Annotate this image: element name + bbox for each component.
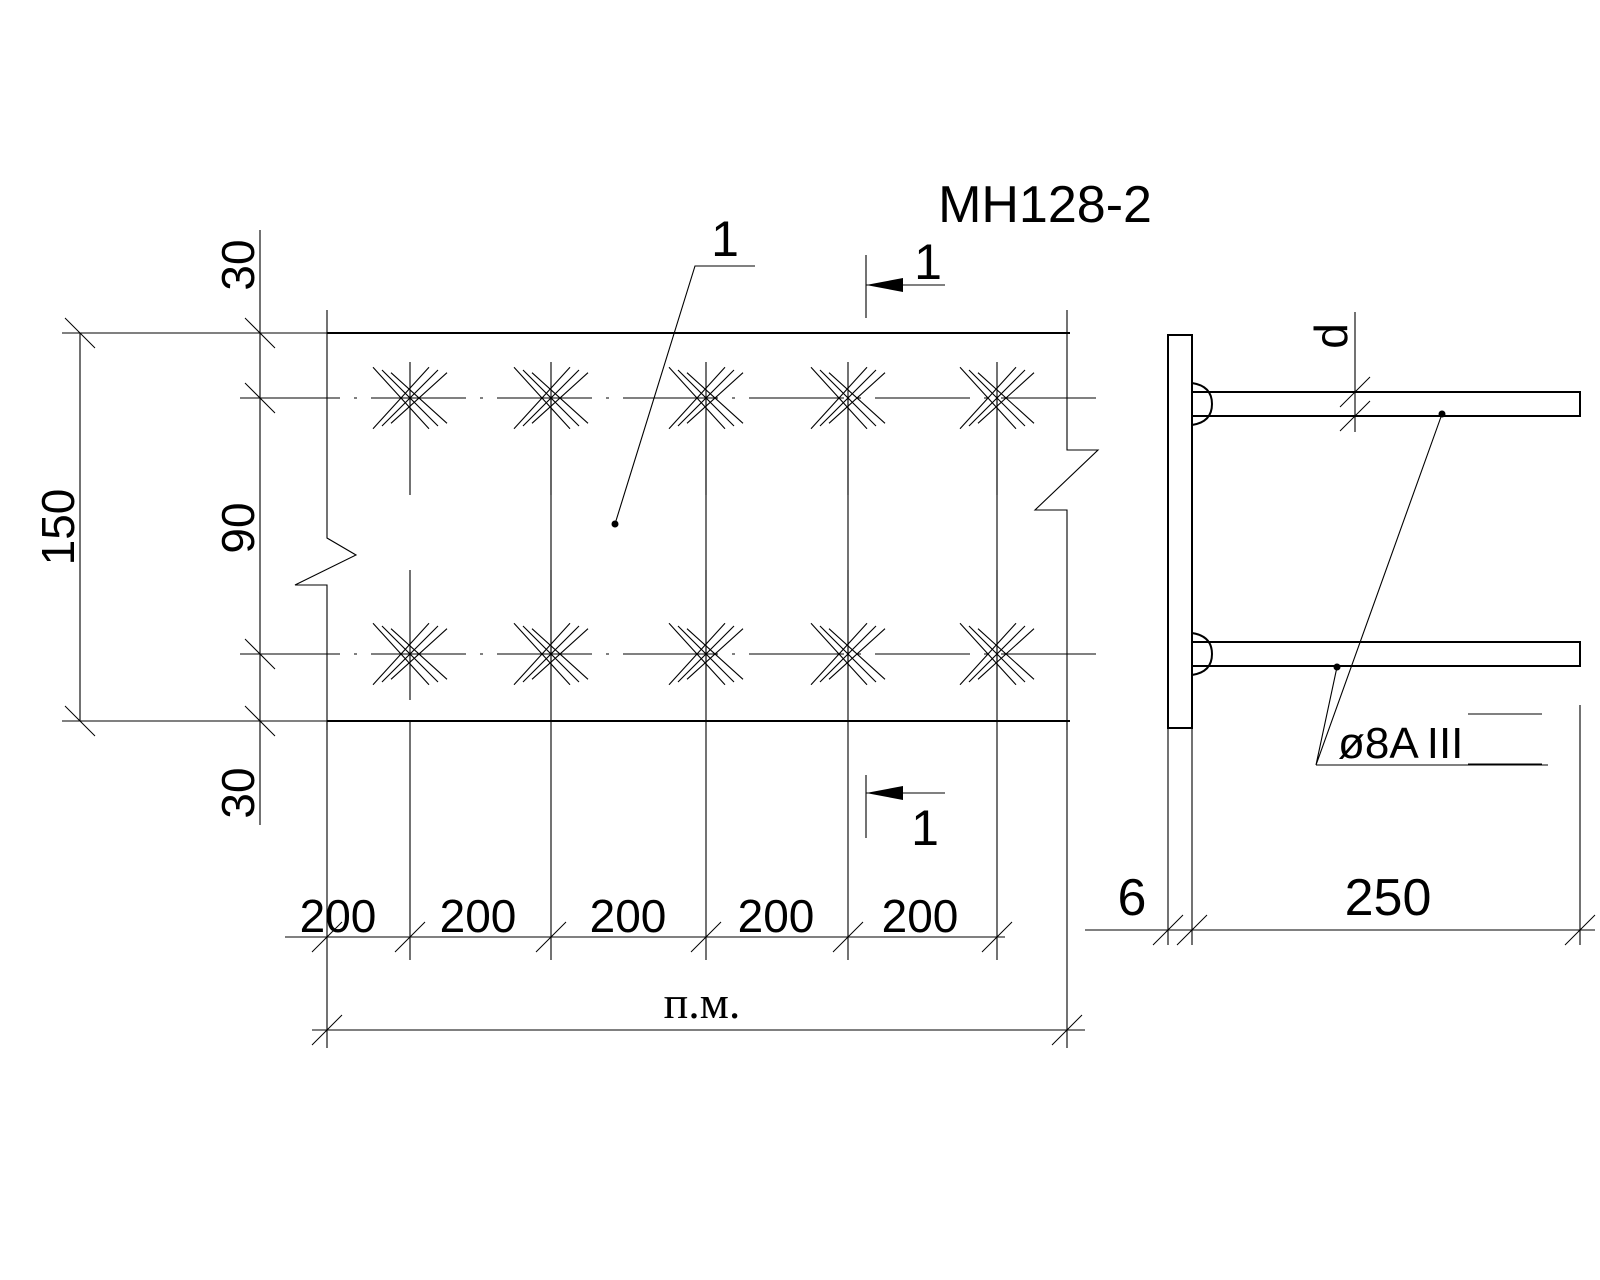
rebar-leader — [1315, 413, 1443, 766]
weld-anchor-symbol — [959, 622, 1035, 686]
dim-plate-thickness: 6 — [1118, 869, 1147, 927]
weld-anchor-symbol — [513, 366, 589, 430]
weld-anchor-symbol — [372, 366, 448, 430]
dim-spacing-3: 200 — [590, 890, 667, 942]
dim-middle: 90 — [212, 502, 264, 553]
weld-anchor-symbol — [810, 366, 886, 430]
dim-total-height: 150 — [32, 489, 84, 566]
drawing-title: МН128-2 — [938, 176, 1152, 234]
dim-spacing-2: 200 — [440, 890, 517, 942]
dim-diameter: d — [1305, 323, 1357, 349]
weld-anchor-symbol — [810, 622, 886, 686]
weld-anchor-symbol — [668, 622, 744, 686]
dim-spacing-1: 200 — [300, 890, 377, 942]
section-mark-bottom: 1 — [865, 775, 945, 856]
dim-top-edge: 30 — [212, 239, 264, 290]
horizontal-dimensions: 200 200 200 200 200 п.м. — [285, 722, 1085, 1048]
spacing-tick — [394, 921, 426, 953]
section-label-top: 1 — [914, 234, 942, 290]
anchor-bar-bottom — [1191, 641, 1581, 667]
dim-spacing-5: 200 — [882, 890, 959, 942]
part-leader-line — [614, 265, 755, 525]
weld-anchor-symbol — [959, 366, 1035, 430]
dim-spacing-4: 200 — [738, 890, 815, 942]
rebar-class: III — [1427, 719, 1464, 768]
anchor-bar-top — [1191, 391, 1581, 417]
dim-bottom-edge: 30 — [212, 767, 264, 818]
plate-section — [1167, 334, 1193, 729]
spacing-extension-lines — [311, 722, 1013, 960]
dim-anchor-length: 250 — [1345, 869, 1432, 927]
dim-length: п.м. — [664, 977, 741, 1028]
weld-anchor-symbol — [668, 366, 744, 430]
anchor-center-lines — [409, 362, 998, 721]
spacing-tick — [832, 921, 864, 953]
part-number-label: 1 — [711, 211, 739, 267]
vertical-dimensions: 30 90 30 150 — [32, 230, 327, 825]
weld-anchor-symbol — [372, 622, 448, 686]
section-mark-top: 1 — [865, 234, 945, 318]
spacing-tick — [690, 921, 722, 953]
section-label-bottom: 1 — [911, 800, 939, 856]
rebar-symbol: ø8 — [1338, 719, 1389, 768]
right-break-line — [1033, 310, 1100, 730]
weld-anchor-symbol — [513, 622, 589, 686]
rebar-grade: A — [1389, 719, 1419, 768]
plan-view: 1 1 1 — [245, 211, 1110, 856]
spacing-tick — [535, 921, 567, 953]
left-break-line — [294, 310, 358, 730]
anchor-symbols — [372, 366, 1035, 686]
spacing-tick — [981, 921, 1013, 953]
